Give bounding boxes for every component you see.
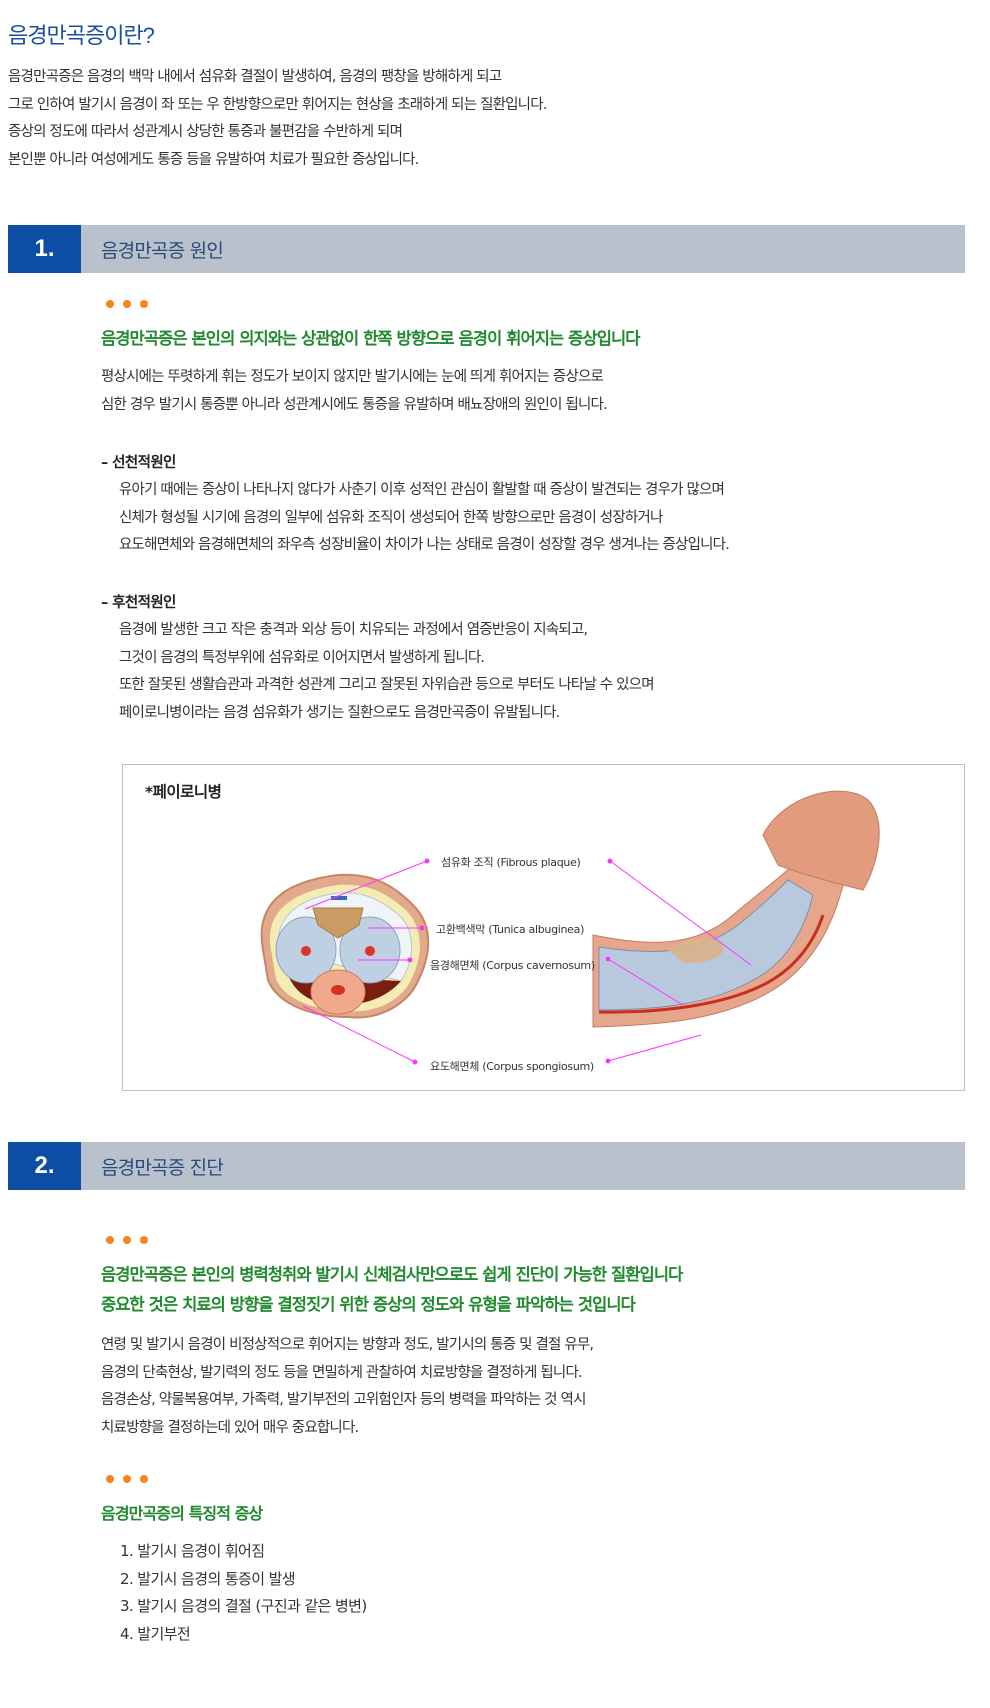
section-title: 음경만곡증 진단 bbox=[101, 1156, 224, 1179]
congenital-line: 요도해면체와 음경해면체의 좌우측 성장비율이 차이가 나는 상태로 음경이 성… bbox=[119, 537, 730, 553]
body-line: 음경손상, 약물복용여부, 가족력, 발기부전의 고위험인자 등의 병력을 파악… bbox=[101, 1392, 586, 1408]
symptom-item: 2. 발기시 음경의 통증이 발생 bbox=[120, 1569, 296, 1588]
acquired-heading: – 후천적원인 bbox=[101, 595, 176, 611]
symptoms-heading: 음경만곡증의 특징적 증상 bbox=[101, 1504, 263, 1523]
label-fibrous-plaque: 섬유화 조직 (Fibrous plaque) bbox=[441, 856, 581, 869]
body-line: 심한 경우 발기시 통증뿐 아니라 성관계시에도 통증을 유발하며 배뇨장애의 … bbox=[101, 396, 608, 413]
intro-line: 그로 인하여 발기시 음경이 좌 또는 우 한방향으로만 휘어지는 현상을 초래… bbox=[8, 96, 547, 113]
body-line: 치료방향을 결정하는데 있어 매우 중요합니다. bbox=[101, 1419, 359, 1436]
acquired-line: 또한 잘못된 생활습관과 과격한 성관계 그리고 잘못된 자위습관 등으로 부터… bbox=[119, 677, 655, 693]
section-header-causes: 1. 음경만곡증 원인 bbox=[8, 225, 965, 273]
section2-headline: 음경만곡증은 본인의 병력청취와 발기시 신체검사만으로도 쉽게 진단이 가능한… bbox=[101, 1265, 683, 1284]
body-line: 연령 및 발기시 음경이 비정상적으로 휘어지는 방향과 정도, 발기시의 통증… bbox=[101, 1337, 594, 1353]
cross-section-icon bbox=[260, 873, 430, 1019]
section-header-diagnosis: 2. 음경만곡증 진단 bbox=[8, 1142, 965, 1190]
label-corpus-cavernosum: 음경해면체 (Corpus cavernosum) bbox=[430, 959, 595, 972]
section-title: 음경만곡증 원인 bbox=[101, 239, 224, 262]
congenital-line: 유아기 때에는 증상이 나타나지 않다가 사춘기 이후 성적인 관심이 활발할 … bbox=[119, 482, 725, 498]
peyronie-illustration-box: *페이로니병 bbox=[122, 764, 965, 1091]
section2-headline: 중요한 것은 치료의 방향을 결정짓기 위한 증상의 정도와 유형을 파악하는 … bbox=[101, 1295, 636, 1314]
dot-icon bbox=[140, 300, 148, 308]
orange-dots-icon bbox=[106, 300, 148, 308]
longitudinal-section-icon bbox=[592, 790, 880, 1028]
acquired-line: 그것이 음경의 특정부위에 섬유화로 이어지면서 발생하게 됩니다. bbox=[119, 649, 485, 666]
dot-icon bbox=[140, 1236, 148, 1244]
congenital-heading: – 선천적원인 bbox=[101, 455, 176, 471]
orange-dots-icon bbox=[106, 1475, 148, 1483]
section-number: 1. bbox=[8, 225, 81, 273]
congenital-line: 신체가 형성될 시기에 음경의 일부에 섬유화 조직이 생성되어 한쪽 방향으로… bbox=[119, 509, 663, 526]
body-line: 음경의 단축현상, 발기력의 정도 등을 면밀하게 관찰하여 치료방향을 결정하… bbox=[101, 1364, 583, 1381]
figure-title: *페이로니병 bbox=[145, 783, 222, 801]
page-title: 음경만곡증이란? bbox=[8, 23, 155, 48]
section2-body: 연령 및 발기시 음경이 비정상적으로 휘어지는 방향과 정도, 발기시의 통증… bbox=[101, 1332, 594, 1442]
congenital-cause-block: – 선천적원인 유아기 때에는 증상이 나타나지 않다가 사춘기 이후 성적인 … bbox=[101, 451, 730, 560]
acquired-cause-block: – 후천적원인 음경에 발생한 크고 작은 충격과 외상 등이 치유되는 과정에… bbox=[101, 591, 655, 727]
dot-icon bbox=[106, 300, 114, 308]
acquired-line: 음경에 발생한 크고 작은 충격과 외상 등이 치유되는 과정에서 염증반응이 … bbox=[119, 622, 588, 638]
symptom-item: 3. 발기시 음경의 결절 (구진과 같은 병변) bbox=[120, 1597, 367, 1615]
section-number: 2. bbox=[8, 1142, 81, 1190]
dot-icon bbox=[123, 1475, 131, 1483]
intro-line: 음경만곡증은 음경의 백막 내에서 섬유화 결절이 발생하여, 음경의 팽창을 … bbox=[8, 69, 502, 85]
intro-line: 본인뿐 아니라 여성에게도 통증 등을 유발하여 치료가 필요한 증상입니다. bbox=[8, 151, 419, 168]
section1-body: 평상시에는 뚜렷하게 휘는 정도가 보이지 않지만 발기시에는 눈에 띄게 휘어… bbox=[101, 364, 608, 419]
anatomy-illustration bbox=[260, 790, 880, 1065]
acquired-line: 페이로니병이라는 음경 섬유화가 생기는 질환으로도 음경만곡증이 유발됩니다. bbox=[119, 704, 560, 721]
intro-line: 증상의 정도에 따라서 성관계시 상당한 통증과 불편감을 수반하게 되며 bbox=[8, 124, 403, 140]
section2-headlines: 음경만곡증은 본인의 병력청취와 발기시 신체검사만으로도 쉽게 진단이 가능한… bbox=[101, 1260, 683, 1320]
dot-icon bbox=[106, 1236, 114, 1244]
body-line: 평상시에는 뚜렷하게 휘는 정도가 보이지 않지만 발기시에는 눈에 띄게 휘어… bbox=[101, 369, 604, 385]
symptom-item: 4. 발기부전 bbox=[120, 1624, 191, 1643]
intro-paragraph: 음경만곡증은 음경의 백막 내에서 섬유화 결절이 발생하여, 음경의 팽창을 … bbox=[8, 64, 547, 174]
section1-headline: 음경만곡증은 본인의 의지와는 상관없이 한쪽 방향으로 음경이 휘어지는 증상… bbox=[101, 329, 640, 348]
dot-icon bbox=[140, 1475, 148, 1483]
dot-icon bbox=[123, 1236, 131, 1244]
label-corpus-spongiosum: 요도해면체 (Corpus spongiosum) bbox=[430, 1060, 594, 1073]
dot-icon bbox=[123, 300, 131, 308]
symptom-item: 1. 발기시 음경이 휘어짐 bbox=[120, 1542, 265, 1560]
dot-icon bbox=[106, 1475, 114, 1483]
callout-lines bbox=[302, 858, 752, 1065]
symptoms-list: 1. 발기시 음경이 휘어짐 2. 발기시 음경의 통증이 발생 3. 발기시 … bbox=[120, 1538, 367, 1648]
orange-dots-icon bbox=[106, 1236, 148, 1244]
label-tunica-albuginea: 고환백색막 (Tunica albuginea) bbox=[436, 923, 585, 936]
